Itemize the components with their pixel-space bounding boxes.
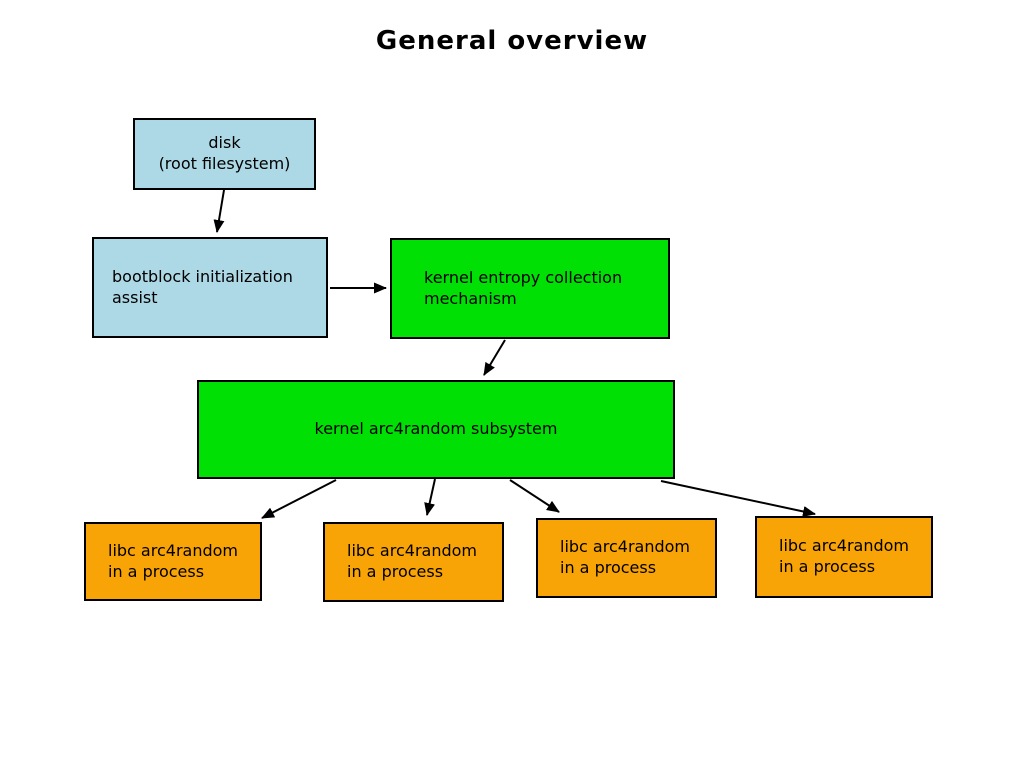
node-bootblock-initialization-assist: bootblock initialization assist [92, 237, 328, 338]
node-libc-arc4random-process-3: libc arc4random in a process [536, 518, 717, 598]
edge-arc4random-to-libc3 [509, 479, 560, 513]
node-libc-arc4random-process-2: libc arc4random in a process [323, 522, 504, 602]
edge-entropy-to-arc4random [483, 339, 506, 376]
diagram-title: General overview [375, 26, 649, 56]
node-kernel-entropy-collection: kernel entropy collection mechanism [390, 238, 670, 339]
node-libc-arc4random-process-1: libc arc4random in a process [84, 522, 262, 601]
edge-arc4random-to-libc1 [261, 479, 337, 519]
edge-arc4random-to-libc2 [424, 478, 436, 516]
node-disk: disk (root filesystem) [133, 118, 316, 190]
node-libc-arc4random-process-4: libc arc4random in a process [755, 516, 933, 598]
node-kernel-arc4random-subsystem: kernel arc4random subsystem [197, 380, 675, 479]
edge-disk-to-bootblock [213, 189, 225, 233]
edge-arc4random-to-libc4 [660, 480, 816, 517]
